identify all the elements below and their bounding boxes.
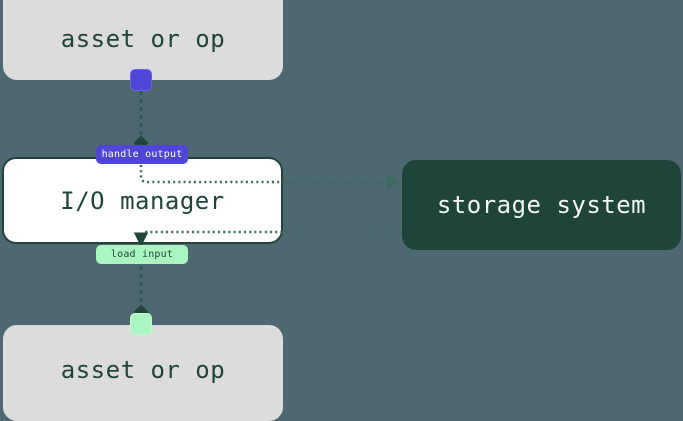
handle-input-port[interactable] <box>130 313 152 335</box>
edge-label-text: load input <box>110 249 174 260</box>
node-label: I/O manager <box>60 186 225 215</box>
edge-label-handle-output[interactable]: handle output <box>96 145 188 164</box>
node-io-manager[interactable]: I/O manager <box>2 157 283 244</box>
node-asset-or-op-top[interactable]: asset or op <box>3 0 283 80</box>
handle-output-port[interactable] <box>130 69 152 91</box>
edge-label-text: handle output <box>101 149 183 160</box>
node-storage-system[interactable]: storage system <box>402 160 681 250</box>
edge-label-load-input[interactable]: load input <box>96 245 188 264</box>
node-label: asset or op <box>60 25 226 53</box>
node-label: storage system <box>436 191 647 219</box>
node-label: asset or op <box>60 356 226 384</box>
node-asset-or-op-bottom[interactable]: asset or op <box>3 325 283 421</box>
